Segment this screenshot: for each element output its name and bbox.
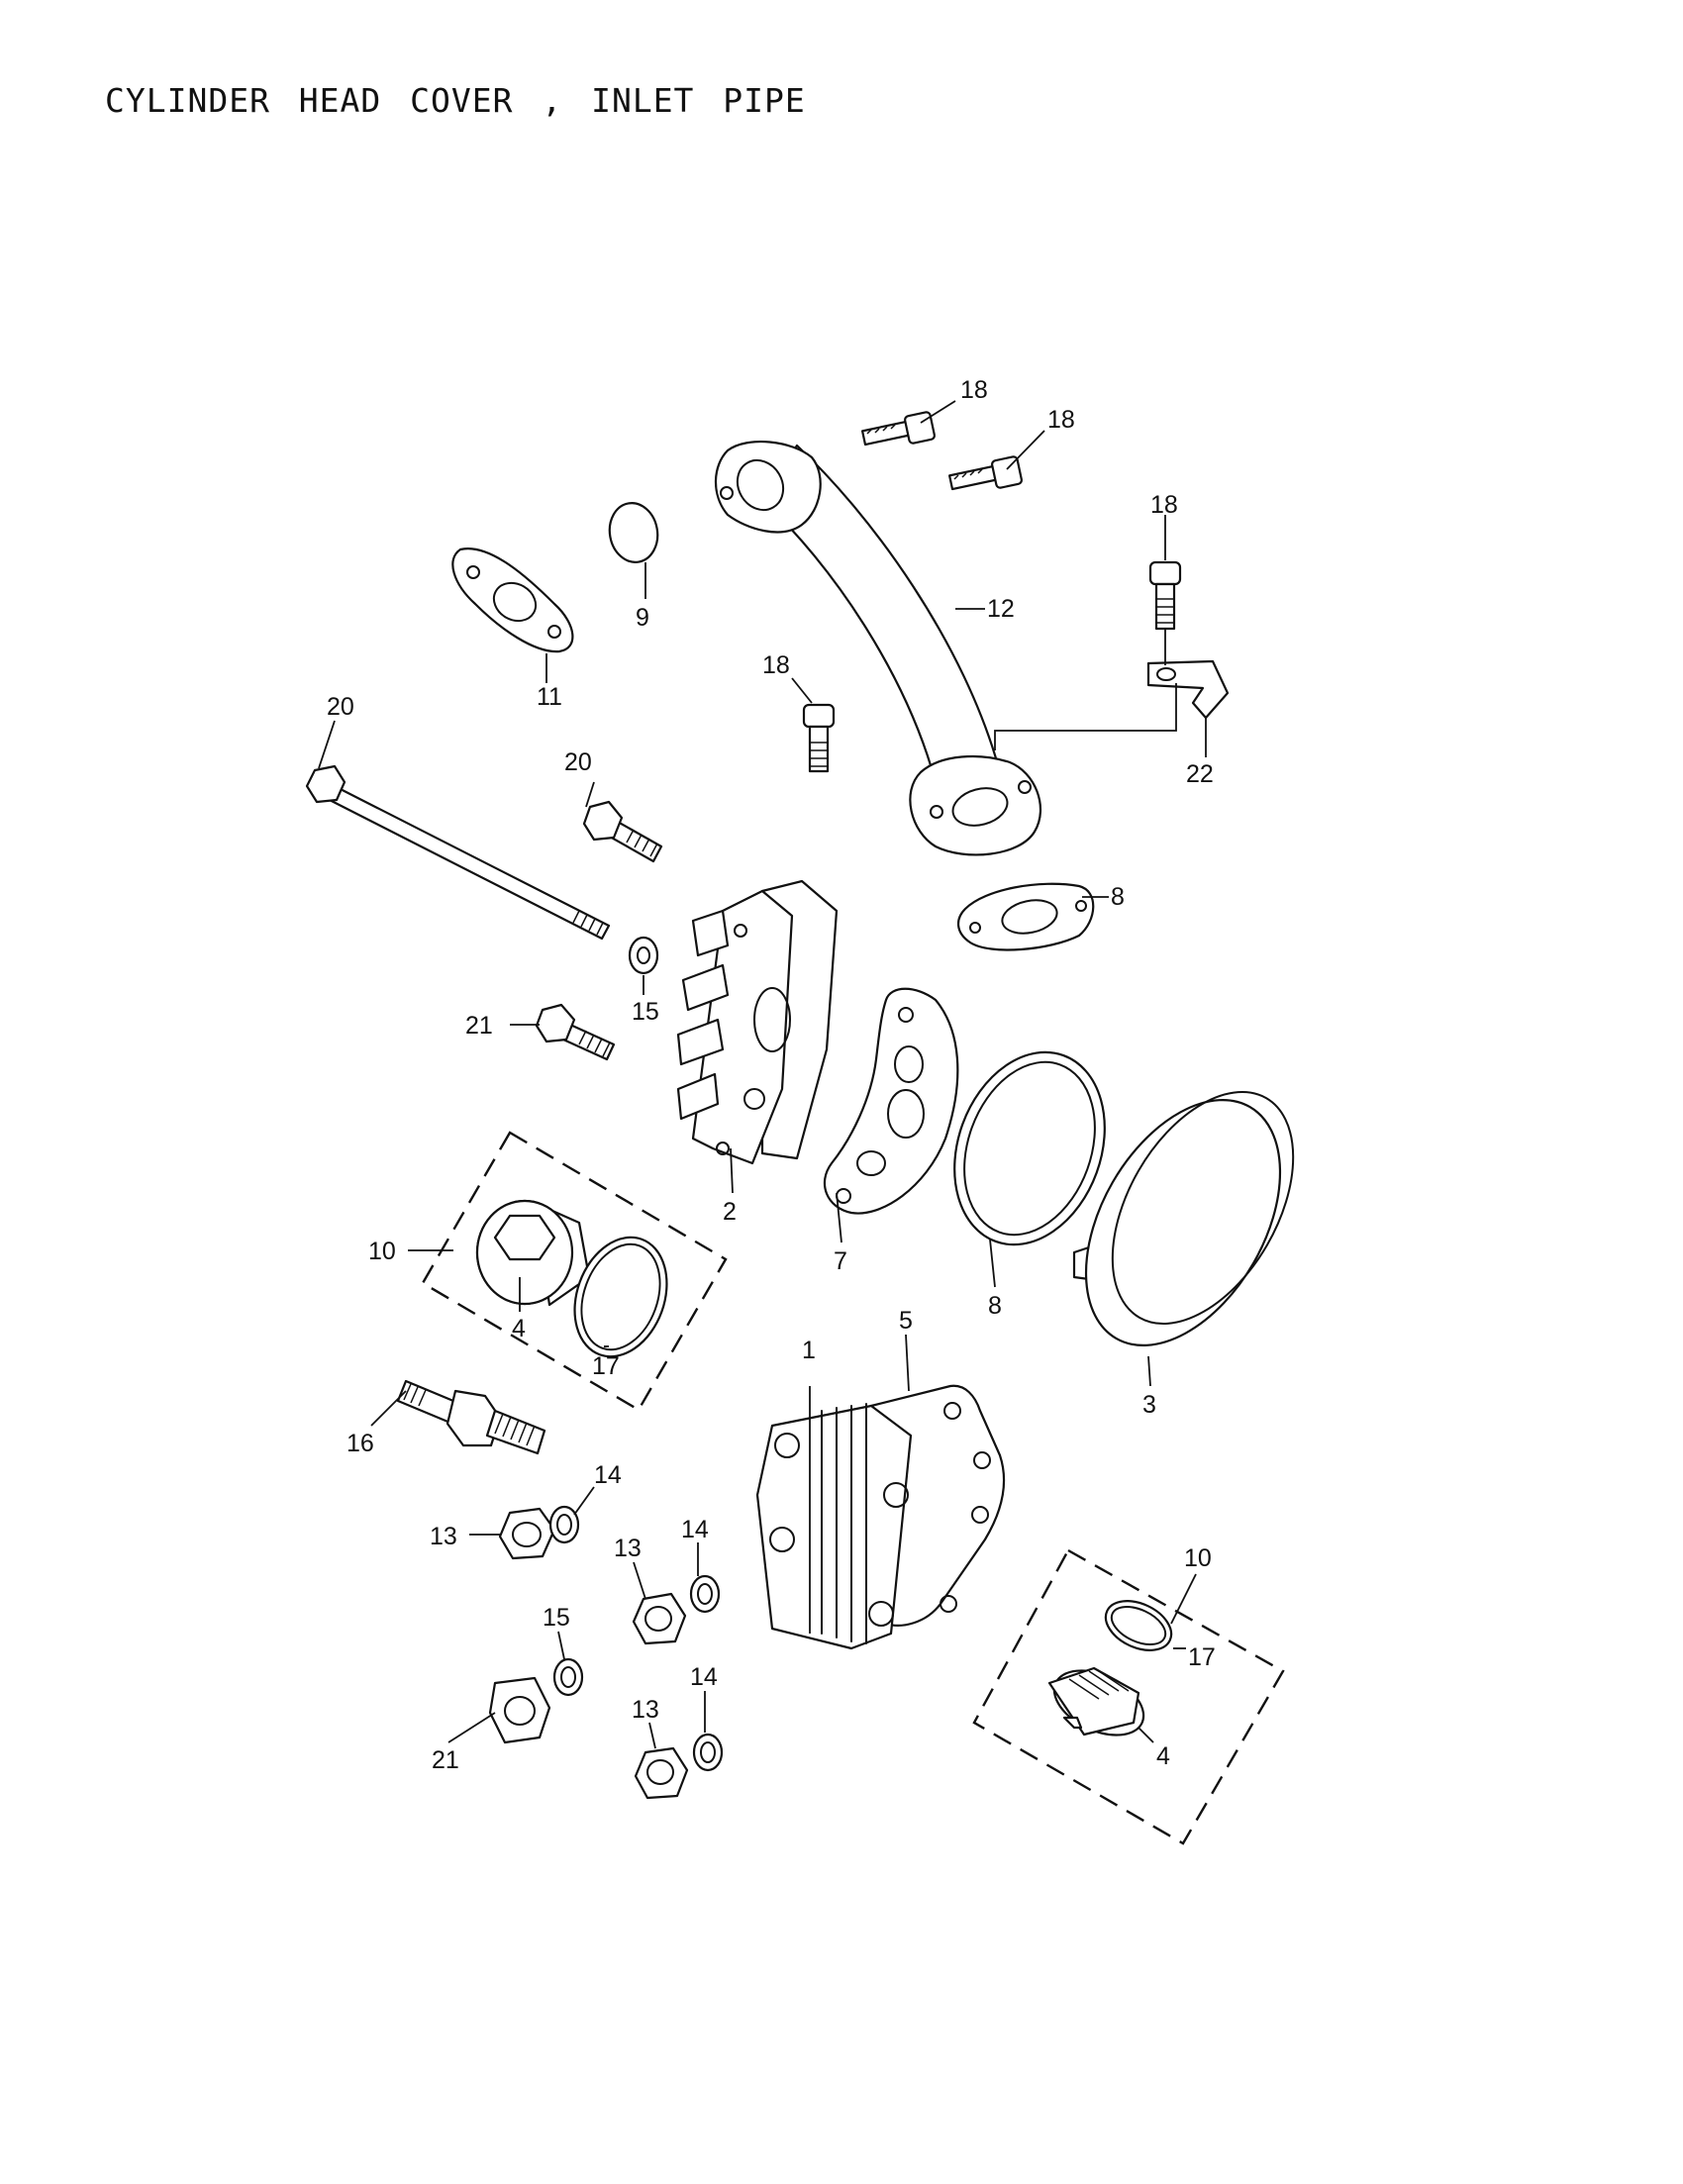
o-ring-9-part bbox=[608, 502, 659, 563]
washer-15-b bbox=[552, 1657, 584, 1697]
stud-19-part bbox=[305, 764, 611, 941]
o-ring-17-upper bbox=[573, 1236, 668, 1358]
callout-15: 15 bbox=[632, 998, 659, 1026]
washer-14-a bbox=[548, 1505, 580, 1544]
callout-17: 17 bbox=[592, 1352, 620, 1380]
plug-4-lower bbox=[1047, 1666, 1145, 1737]
bracket-part bbox=[1146, 659, 1230, 720]
plug-13-a bbox=[498, 1507, 556, 1560]
gasket-8-part bbox=[957, 882, 1095, 951]
page-title: CYLINDER HEAD COVER , INLET PIPE bbox=[105, 81, 806, 120]
callout-21: 21 bbox=[432, 1746, 459, 1774]
callout-18: 18 bbox=[762, 651, 790, 679]
callout-14: 14 bbox=[690, 1663, 718, 1691]
callout-6: 7 bbox=[834, 1247, 847, 1275]
callout-1: 1 bbox=[802, 1337, 816, 1364]
bolt-18-c bbox=[1148, 560, 1182, 631]
callout-15: 15 bbox=[543, 1604, 570, 1632]
kit-10-upper-part bbox=[421, 1131, 728, 1412]
inlet-pipe-part bbox=[714, 440, 1042, 856]
cover-plate-3-part bbox=[1072, 1090, 1295, 1346]
o-ring-17-lower bbox=[1104, 1600, 1173, 1651]
head-cover-1-part bbox=[755, 1384, 1006, 1650]
callout-18: 18 bbox=[1047, 406, 1075, 434]
callout-16: 16 bbox=[346, 1430, 374, 1457]
callout-20: 21 bbox=[465, 1012, 493, 1040]
callout-labels: 18 18 18 18 12 22 9 11 20 20 8 15 21 2 7… bbox=[327, 376, 1216, 1774]
kit-10-lower-part bbox=[972, 1548, 1285, 1845]
callout-7: 8 bbox=[988, 1292, 1002, 1320]
plug-4-upper bbox=[475, 1199, 591, 1307]
callout-22: 22 bbox=[1186, 760, 1214, 788]
callout-5: 5 bbox=[899, 1307, 913, 1335]
plug-21 bbox=[488, 1676, 551, 1744]
bolt-18-a bbox=[860, 411, 936, 447]
plug-13-b bbox=[632, 1592, 687, 1645]
callout-19: 20 bbox=[327, 693, 354, 721]
plug-13-c bbox=[634, 1746, 689, 1800]
callout-13: 13 bbox=[430, 1523, 457, 1550]
callout-13: 13 bbox=[632, 1696, 659, 1724]
callout-4: 4 bbox=[1156, 1742, 1170, 1770]
callout-8: 8 bbox=[1111, 883, 1125, 911]
callout-14: 14 bbox=[594, 1461, 622, 1489]
callout-3: 3 bbox=[1142, 1391, 1156, 1419]
washer-14-c bbox=[692, 1733, 724, 1772]
gasket-6-part bbox=[823, 987, 959, 1215]
callout-18: 18 bbox=[960, 376, 988, 404]
o-ring-7-part bbox=[953, 1050, 1106, 1246]
bolt-18-d bbox=[802, 703, 836, 773]
callout-12: 12 bbox=[987, 595, 1015, 623]
washer-15-a bbox=[628, 936, 659, 975]
callout-17: 17 bbox=[1188, 1643, 1216, 1671]
callout-10: 10 bbox=[368, 1238, 396, 1265]
callout-13: 13 bbox=[614, 1535, 642, 1562]
callout-4: 4 bbox=[512, 1315, 526, 1342]
callout-14: 14 bbox=[681, 1516, 709, 1543]
spark-plug-16-part bbox=[396, 1379, 546, 1455]
bolt-20-b bbox=[535, 1003, 616, 1061]
callout-20: 20 bbox=[564, 748, 592, 776]
gasket-11-part bbox=[451, 547, 574, 653]
callout-2: 2 bbox=[723, 1198, 737, 1226]
callout-9: 9 bbox=[636, 604, 649, 632]
callout-10: 10 bbox=[1184, 1544, 1212, 1572]
callout-11: 11 bbox=[537, 683, 562, 711]
callout-18: 18 bbox=[1150, 491, 1178, 519]
finned-block-2-part bbox=[676, 879, 839, 1165]
washer-14-b bbox=[689, 1574, 721, 1614]
leader-lines bbox=[318, 400, 1207, 1749]
bolt-18-b bbox=[947, 455, 1023, 491]
bolt-20-a bbox=[582, 800, 663, 863]
